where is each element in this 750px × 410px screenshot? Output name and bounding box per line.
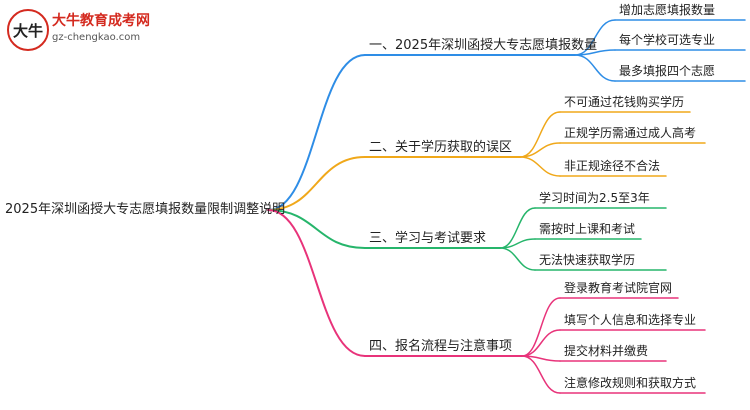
mind-map-nodes: 2025年深圳函授大专志愿填报数量限制调整说明 一、2025年深圳函授大专志愿填… bbox=[5, 2, 715, 390]
brand-logo: 大牛 大牛教育成考网 gz-chengkao.com bbox=[6, 8, 166, 54]
leaf-connector bbox=[499, 207, 536, 249]
root-topic: 2025年深圳函授大专志愿填报数量限制调整说明 bbox=[5, 202, 285, 217]
leaf-topic: 正规学历需通过成人高考 bbox=[564, 125, 696, 140]
leaf-topic: 不可通过花钱购买学历 bbox=[564, 94, 684, 109]
branch-connector bbox=[267, 209, 366, 249]
leaf-topic: 登录教育考试院官网 bbox=[564, 280, 672, 295]
leaf-connector bbox=[521, 297, 561, 357]
leaf-topic: 增加志愿填报数量 bbox=[619, 2, 715, 17]
leaf-connector bbox=[519, 156, 561, 177]
leaf-connector bbox=[499, 247, 536, 271]
leaf-connector bbox=[574, 19, 616, 56]
branch-topic: 二、关于学历获取的误区 bbox=[369, 139, 512, 155]
leaf-connector bbox=[519, 111, 561, 158]
branch-topic: 四、报名流程与注意事项 bbox=[369, 338, 512, 354]
leaf-topic: 非正规途径不合法 bbox=[564, 158, 660, 173]
brand-url: gz-chengkao.com bbox=[52, 32, 141, 43]
leaf-topic: 需按时上课和考试 bbox=[539, 221, 635, 236]
logo-mark-icon: 大牛 bbox=[7, 9, 49, 51]
leaf-topic: 填写个人信息和选择专业 bbox=[564, 312, 696, 327]
branch-connector bbox=[267, 209, 366, 357]
mind-map-edges bbox=[267, 19, 746, 394]
leaf-topic: 最多填报四个志愿 bbox=[619, 63, 715, 78]
leaf-topic: 每个学校可选专业 bbox=[619, 32, 715, 47]
leaf-topic: 无法快速获取学历 bbox=[539, 252, 635, 267]
leaf-connector bbox=[521, 355, 561, 394]
leaf-connector bbox=[521, 329, 561, 357]
leaf-topic: 提交材料并缴费 bbox=[564, 343, 648, 358]
leaf-topic: 学习时间为2.5至3年 bbox=[539, 190, 650, 205]
leaf-topic: 注意修改规则和获取方式 bbox=[564, 375, 696, 390]
branch-connector bbox=[267, 156, 366, 211]
leaf-connector bbox=[574, 54, 616, 82]
branch-connector bbox=[267, 54, 366, 211]
logo-mark-text: 大牛 bbox=[13, 22, 43, 40]
branch-topic: 三、学习与考试要求 bbox=[369, 230, 486, 246]
brand-name: 大牛教育成考网 bbox=[52, 13, 150, 29]
branch-topic: 一、2025年深圳函授大专志愿填报数量 bbox=[369, 38, 597, 53]
